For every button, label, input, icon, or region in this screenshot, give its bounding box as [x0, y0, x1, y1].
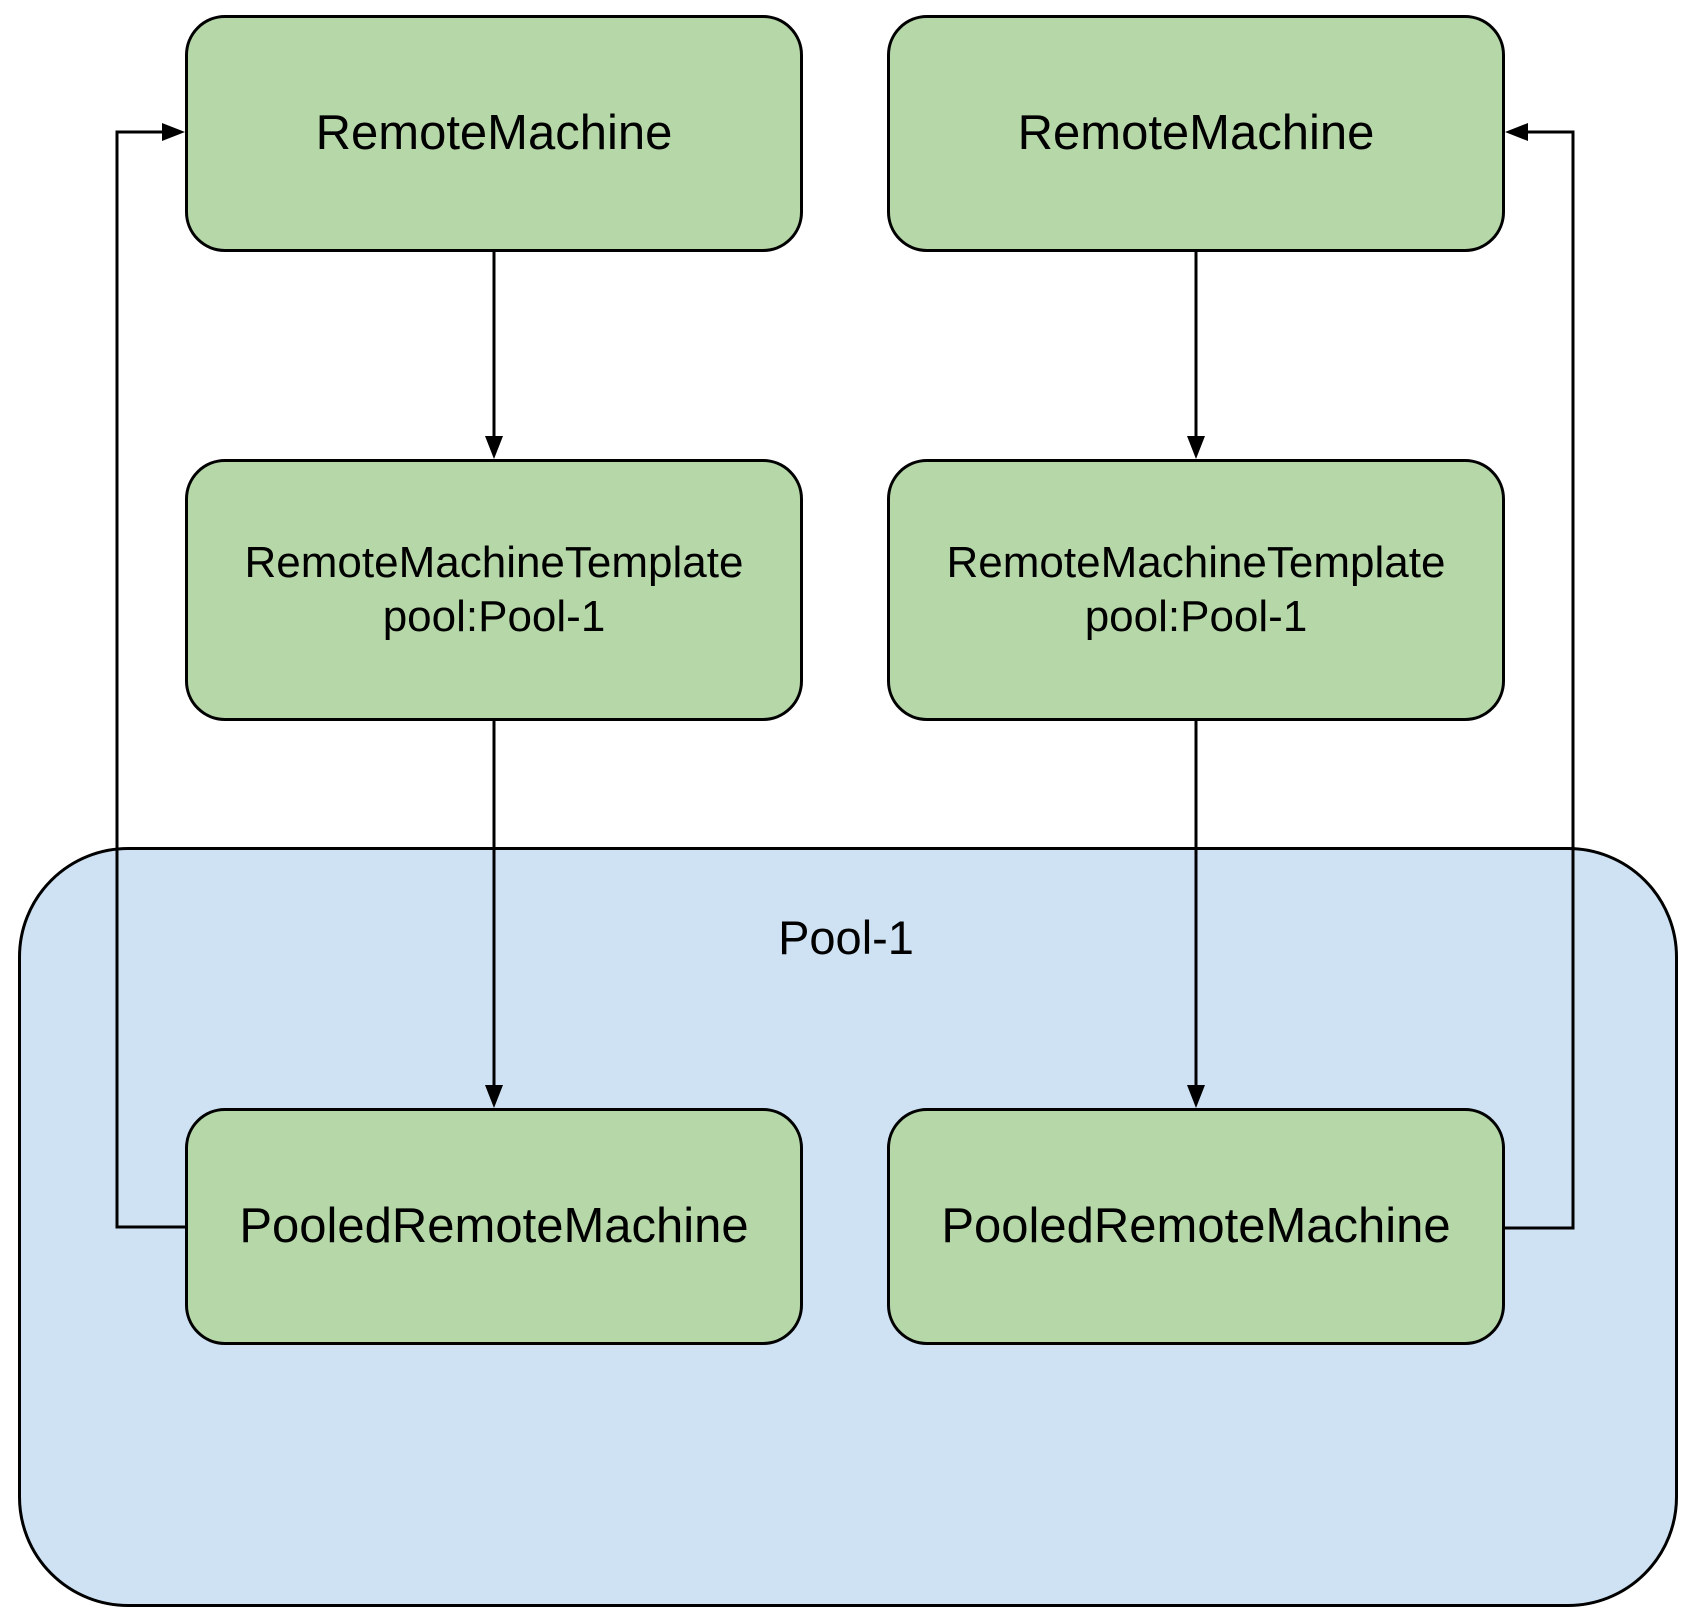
pool-label: Pool-1	[778, 911, 914, 964]
node-remotemachine-2: RemoteMachine	[887, 15, 1505, 252]
node-pooledremotemachine-2: PooledRemoteMachine	[887, 1108, 1505, 1345]
node-pooledremotemachine-2-label: PooledRemoteMachine	[941, 1199, 1451, 1254]
node-remotemachinetemplate-1: RemoteMachineTemplate pool:Pool-1	[185, 459, 803, 721]
node-remotemachinetemplate-1-label: RemoteMachineTemplate	[244, 538, 744, 588]
edge-remotemachine2-to-template2	[1187, 252, 1205, 459]
node-remotemachine-1: RemoteMachine	[185, 15, 803, 252]
node-pooledremotemachine-1-label: PooledRemoteMachine	[239, 1199, 749, 1254]
node-remotemachinetemplate-1-sublabel: pool:Pool-1	[382, 592, 606, 641]
node-pooledremotemachine-1: PooledRemoteMachine	[185, 1108, 803, 1345]
node-remotemachinetemplate-2-label: RemoteMachineTemplate	[946, 538, 1446, 588]
node-remotemachinetemplate-2-sublabel: pool:Pool-1	[1084, 592, 1308, 641]
node-remotemachine-2-label: RemoteMachine	[1017, 106, 1375, 161]
node-remotemachinetemplate-2: RemoteMachineTemplate pool:Pool-1	[887, 459, 1505, 721]
node-remotemachine-1-label: RemoteMachine	[315, 106, 673, 161]
edge-remotemachine1-to-template1	[485, 252, 503, 459]
